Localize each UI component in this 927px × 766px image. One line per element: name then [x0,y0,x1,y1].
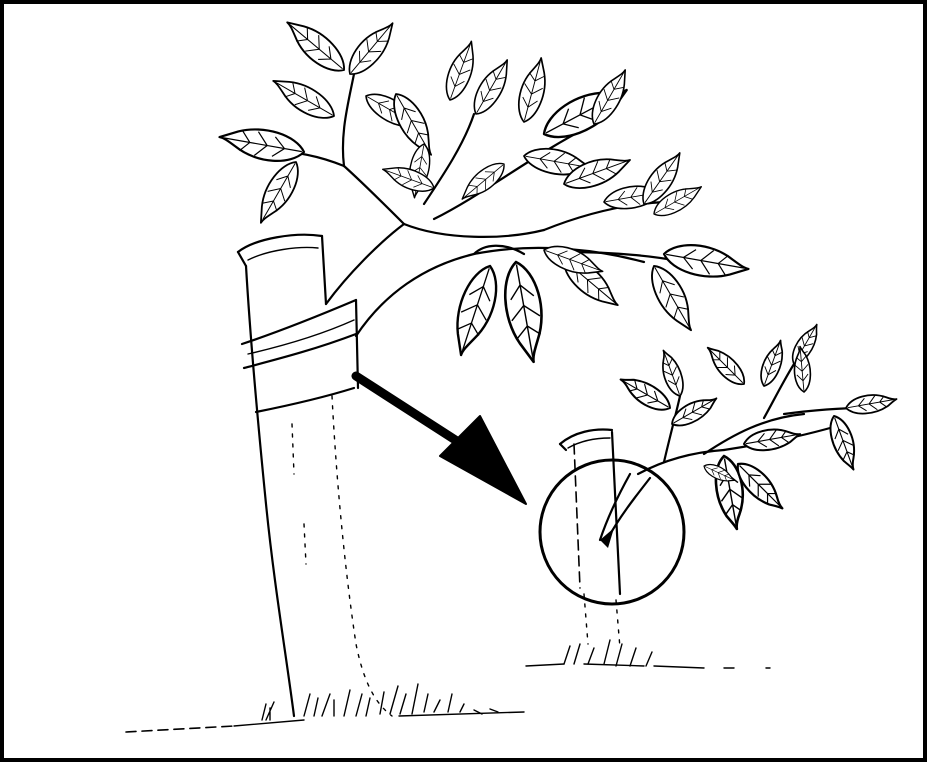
cut-stump-top [238,235,326,304]
ground-line-right [526,640,770,668]
grafting-illustration [4,4,927,766]
ground-line-left [126,709,524,732]
grafting-tape-wrap [242,300,358,412]
leaves-large-tree [217,13,751,365]
graft-union-cut [600,474,650,548]
arrow-down-right-icon [356,376,526,504]
